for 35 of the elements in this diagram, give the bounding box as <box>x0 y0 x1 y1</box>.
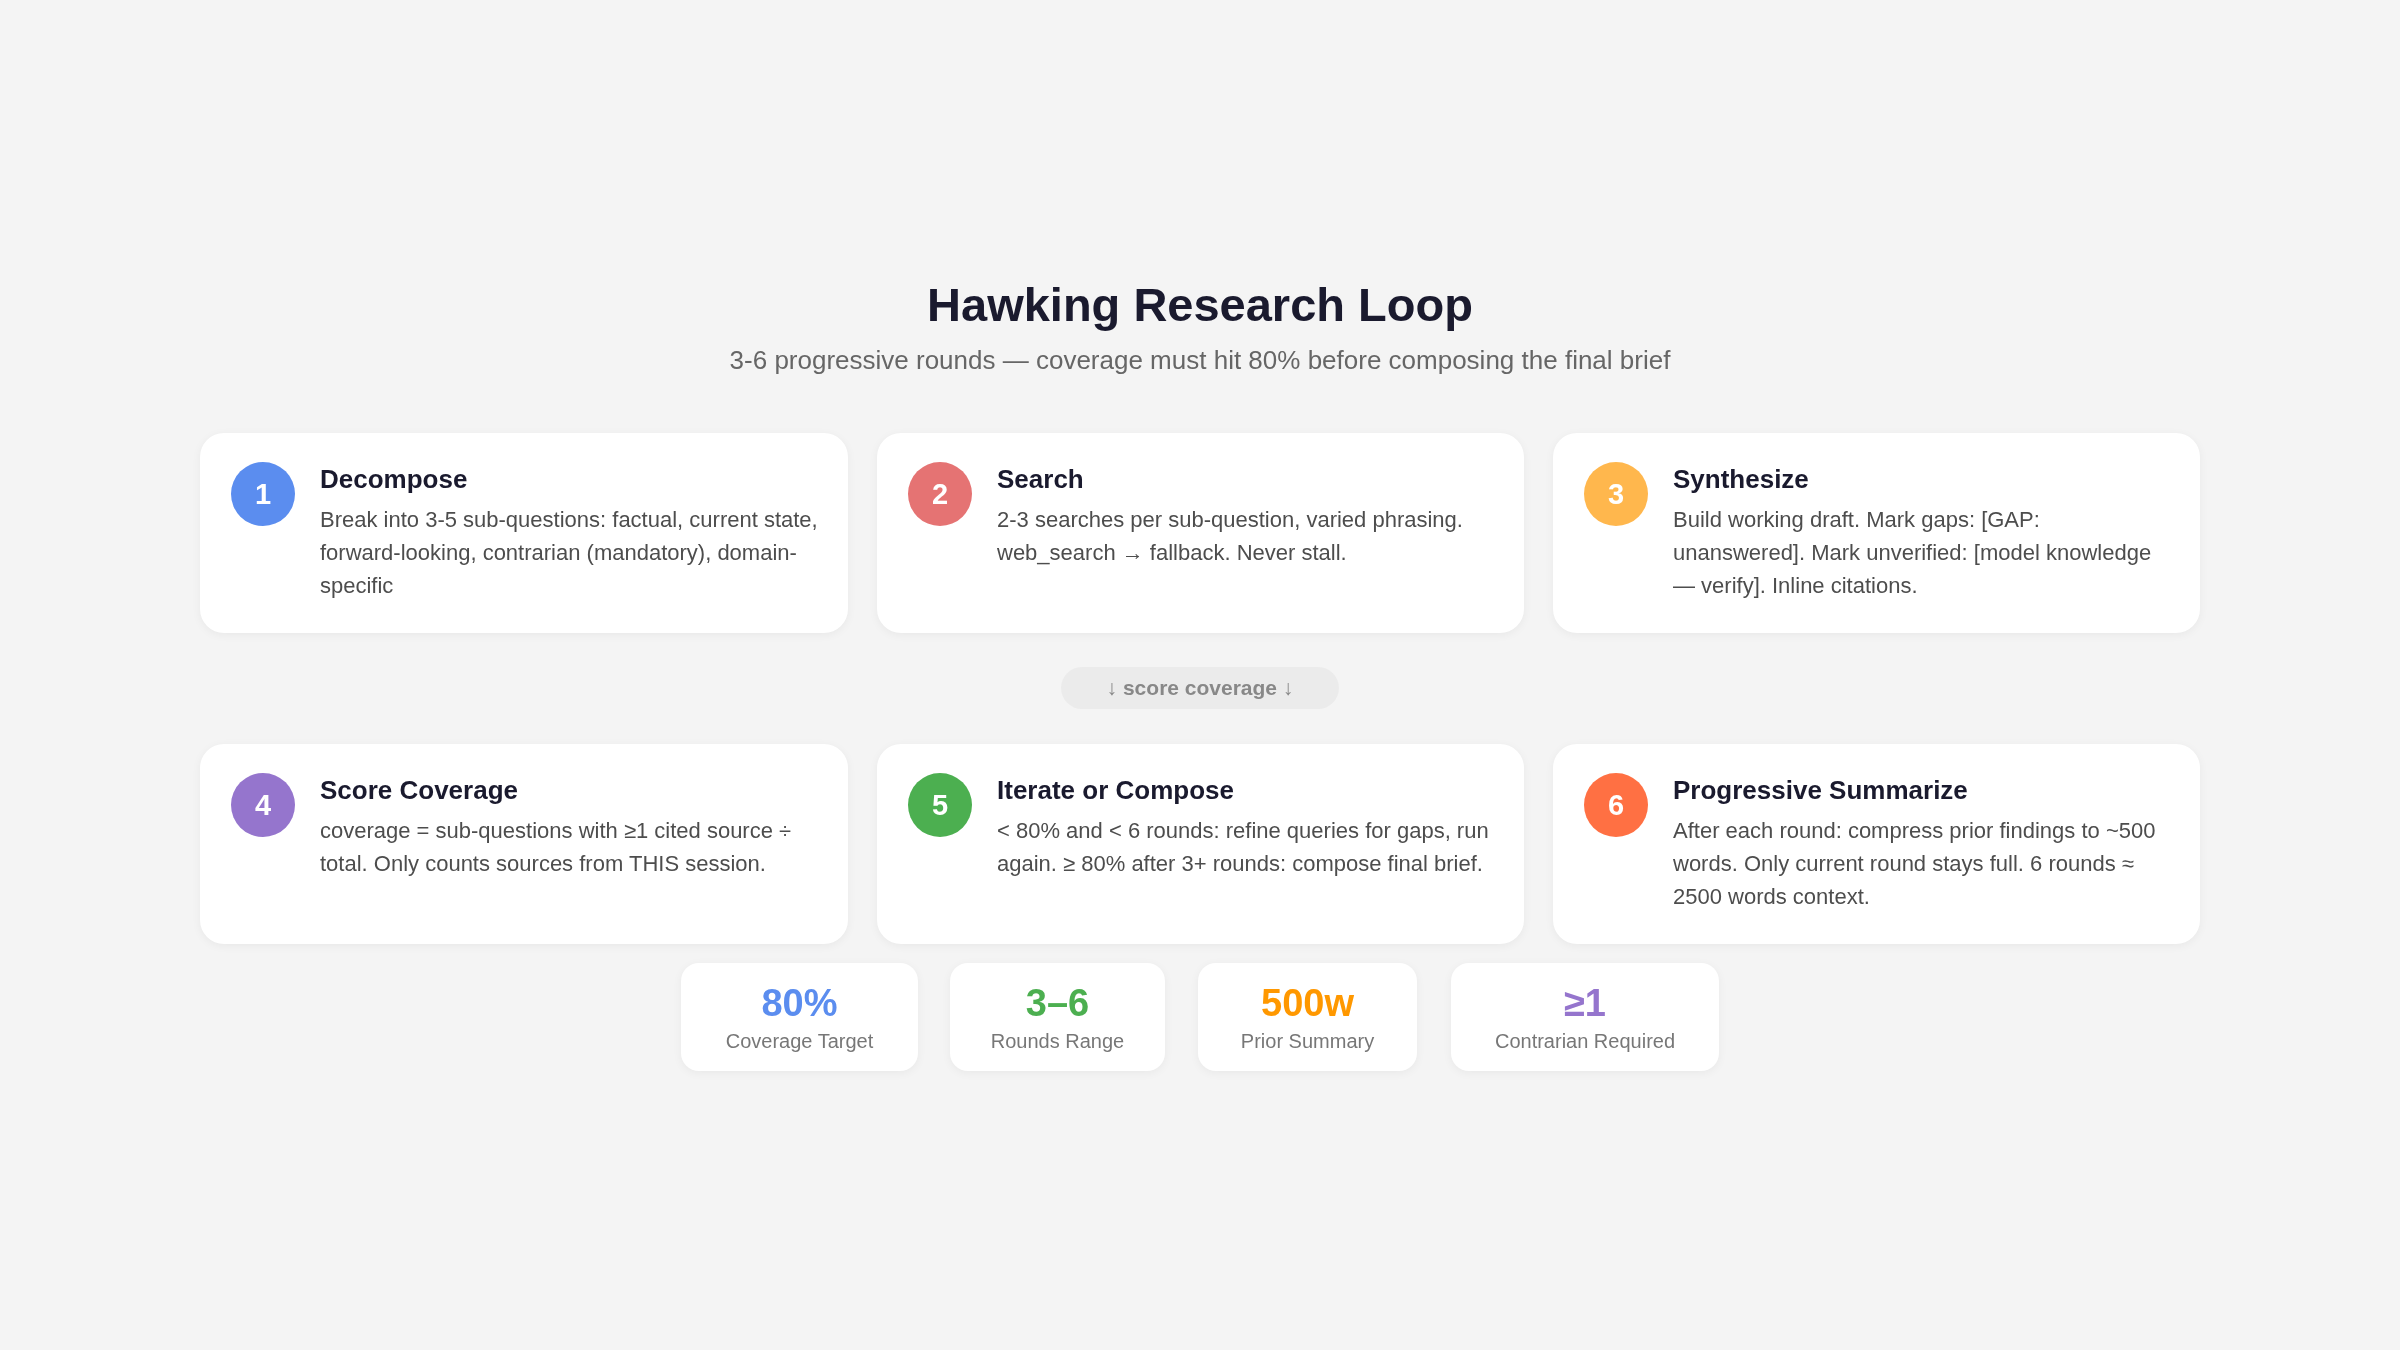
subtitle: 3-6 progressive rounds — coverage must hit 80% before composing the final brief <box>729 344 1671 377</box>
step-card <box>877 433 1524 633</box>
stat-value: ≥1 <box>1564 981 1606 1025</box>
step-description: 2-3 searches per sub-question, varied phrasing. web_search → fallback. Never stall. <box>997 506 1464 567</box>
stat-value: 80% <box>761 981 838 1025</box>
transition-pill: ↓ score coverage ↓ <box>1061 667 1339 709</box>
number-badge: 5 <box>908 773 972 837</box>
number-badge: 3 <box>1584 462 1648 526</box>
step-title: Synthesize <box>1673 463 1809 495</box>
step-title: Search <box>997 463 1084 495</box>
step-title: Score Coverage <box>320 774 518 806</box>
number-badge: 2 <box>908 462 972 526</box>
step-card <box>200 744 848 944</box>
stat-value: 3–6 <box>1025 981 1090 1025</box>
stat-label: Contrarian Required <box>1494 1029 1676 1054</box>
step-title: Progressive Summarize <box>1673 774 1968 806</box>
step-card <box>1553 744 2200 944</box>
step-description: coverage = sub-questions with ≥1 cited source ÷ total. Only counts sources from THIS session. <box>320 817 793 878</box>
stat-value: 500w <box>1261 981 1354 1025</box>
stat-label: Coverage Target <box>725 1029 874 1054</box>
number-badge: 4 <box>231 773 295 837</box>
number-badge: 1 <box>231 462 295 526</box>
step-title: Iterate or Compose <box>997 774 1234 806</box>
step-description: After each round: compress prior findings to ~500 words. Only current round stays full. 6 rounds ≈ 2500 words context. <box>1673 817 2157 911</box>
step-description: Break into 3-5 sub-questions: factual, current state, forward-looking, contrarian (mandatory), domain-specific <box>320 506 818 600</box>
number-badge: 6 <box>1584 773 1648 837</box>
diagram-title: Hawking Research Loop <box>927 277 1473 333</box>
step-description: < 80% and < 6 rounds: refine queries for gaps, run again. ≥ 80% after 3+ rounds: compose final brief. <box>997 817 1490 878</box>
step-card <box>200 433 848 633</box>
stat-label: Prior Summary <box>1240 1029 1375 1054</box>
step-description: Build working draft. Mark gaps: [GAP: unanswered]. Mark unverified: [model knowledge — verify]. Inline citations. <box>1673 506 2153 600</box>
stat-label: Rounds Range <box>990 1029 1125 1054</box>
step-title: Decompose <box>320 463 468 495</box>
step-card <box>1553 433 2200 633</box>
step-card <box>877 744 1524 944</box>
